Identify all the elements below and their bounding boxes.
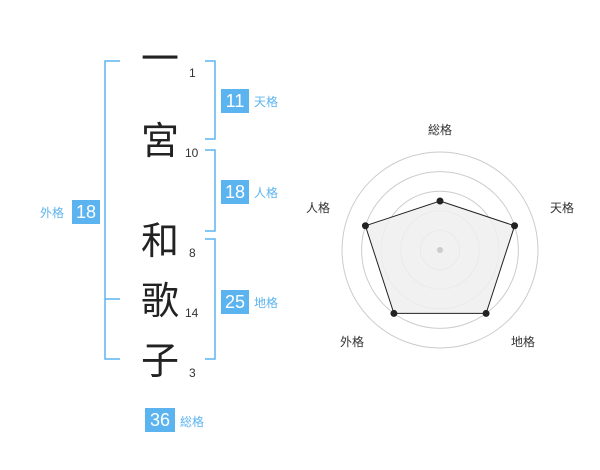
sou-kaku-value: 36	[145, 408, 175, 432]
radar-point-chi	[482, 309, 490, 317]
jin-kaku-label: 人格	[254, 186, 279, 200]
radar-label-chi: 地格	[511, 334, 535, 349]
radar-point-ten	[511, 222, 519, 230]
name-char-4: 歌	[140, 279, 179, 323]
radar-ring-5	[341, 151, 539, 349]
name-char-1: 一	[140, 37, 179, 81]
radar-label-gai: 外格	[340, 334, 364, 349]
jin-kaku-value: 18	[221, 180, 249, 204]
radar-value-polygon	[364, 200, 516, 314]
chi-kaku-value: 25	[221, 290, 249, 314]
chi-kaku-label: 地格	[254, 296, 279, 310]
radar-point-sou	[436, 197, 444, 205]
sou-kaku-label: 総格	[180, 415, 205, 429]
outer-bracket	[104, 60, 120, 360]
radar-label-sou: 総格	[428, 122, 452, 137]
radar-point-jin	[361, 222, 369, 230]
radar-label-jin: 人格	[306, 200, 330, 215]
radar-label-ten: 天格	[550, 200, 574, 215]
radar-points	[361, 197, 519, 317]
stroke-count-5: 3	[189, 366, 196, 380]
ten-bracket	[205, 60, 216, 140]
radar-point-gai	[390, 309, 398, 317]
stroke-count-3: 8	[189, 246, 196, 260]
chi-bracket	[205, 238, 216, 360]
stroke-count-2: 10	[185, 146, 199, 160]
ten-kaku-value: 11	[221, 89, 249, 113]
stroke-count-1: 1	[189, 66, 196, 80]
name-char-5: 子	[140, 339, 179, 383]
jin-bracket	[205, 149, 216, 232]
name-char-2: 宮	[140, 119, 179, 163]
gai-kaku-value: 18	[72, 200, 100, 224]
stroke-count-4: 14	[185, 306, 199, 320]
gai-kaku-label: 外格	[40, 206, 65, 220]
radar-ring-4	[361, 171, 519, 329]
name-char-3: 和	[140, 219, 179, 263]
radar-center-dot	[437, 247, 443, 253]
ten-kaku-label: 天格	[254, 95, 279, 109]
